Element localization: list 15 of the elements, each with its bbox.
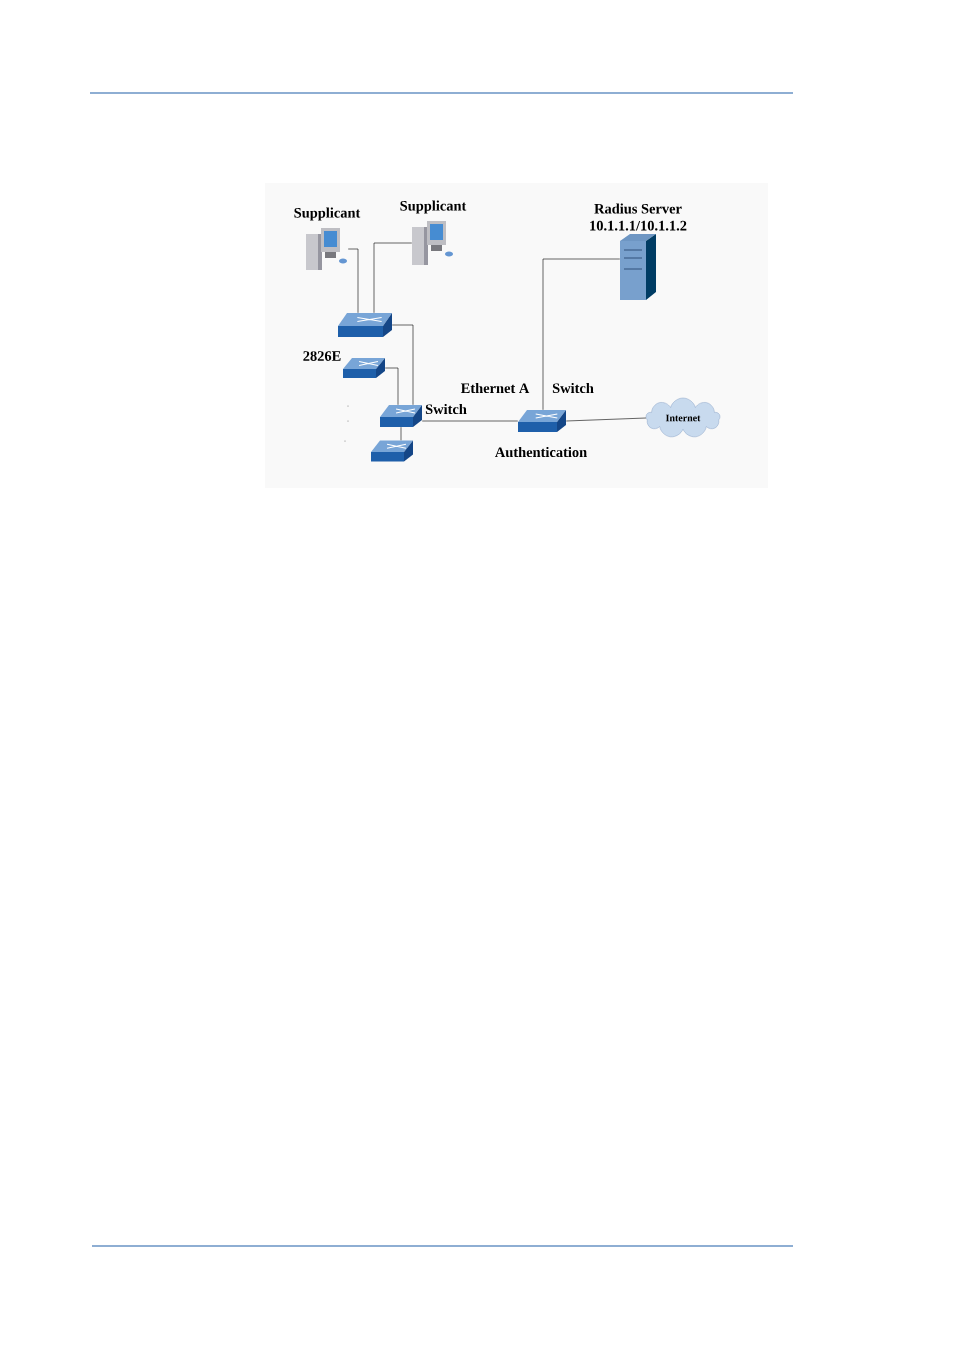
network-label: Ethernet A — [460, 382, 530, 394]
switch-icon — [343, 358, 385, 378]
connection-line — [400, 426, 402, 441]
connection-line — [373, 242, 413, 314]
network-label: Authentication — [495, 446, 587, 458]
switch-icon — [518, 410, 566, 432]
connection-line — [347, 248, 359, 314]
switch-icon — [371, 440, 413, 462]
connection-line — [421, 420, 519, 422]
connection-line — [384, 367, 399, 406]
connection-line — [391, 324, 414, 406]
switch-icon — [338, 313, 392, 337]
connection-line — [542, 258, 621, 411]
connection-line — [565, 417, 647, 422]
switch-icon — [380, 405, 422, 427]
